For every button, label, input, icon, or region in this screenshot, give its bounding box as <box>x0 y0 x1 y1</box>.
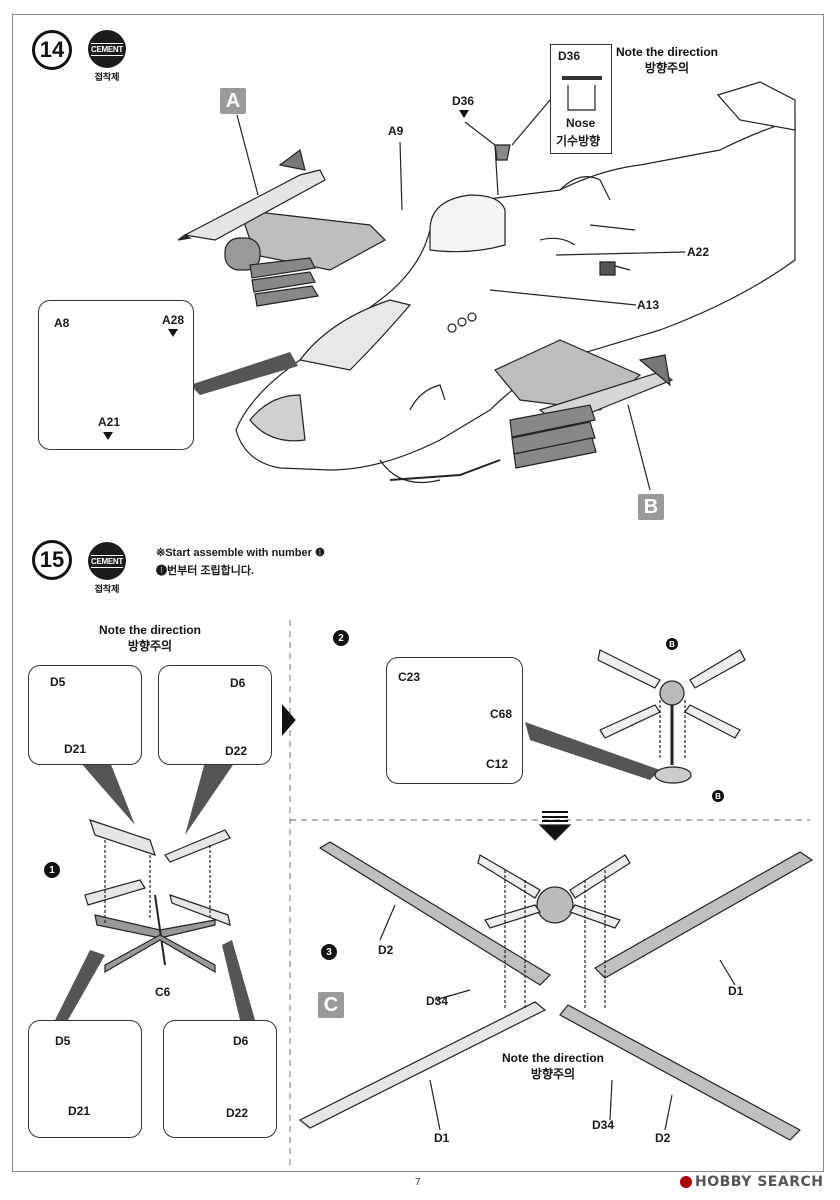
sub-step-3: 3 <box>321 944 337 960</box>
direction-note-en: Note the direction <box>615 45 718 59</box>
part-label-d34-bottom: D34 <box>592 1118 615 1132</box>
callout-letter-c: C <box>318 992 344 1018</box>
direction-note-rotor-kr: 방향주의 <box>530 1067 576 1081</box>
part-marker-a21 <box>103 432 113 440</box>
rotor-hub-assembly-1 <box>84 819 231 974</box>
callout-rotor-shaft <box>386 657 523 784</box>
part-label-a21: A21 <box>98 415 121 429</box>
part-label-d5-bottom: D5 <box>55 1034 71 1048</box>
part-label-d1-right: D1 <box>728 984 744 998</box>
part-label-c12: C12 <box>486 757 509 771</box>
watermark-text: HOBBY SEARCH <box>695 1174 824 1190</box>
direction-note-14: Note the direction 방향주의 <box>612 44 722 76</box>
part-label-d36: D36 <box>452 94 475 108</box>
direction-note-rotor: Note the direction 방향주의 <box>496 1050 610 1082</box>
left-stub-wing <box>177 148 386 307</box>
step-14-number: 14 <box>32 30 72 70</box>
part-label-a22: A22 <box>687 245 710 259</box>
sub-step-2: 2 <box>333 630 349 646</box>
part-label-d21-bottom: D21 <box>68 1104 91 1118</box>
part-label-d6-top: D6 <box>230 676 246 690</box>
instruction-kr: ❶번부터 조립합니다. <box>156 565 255 577</box>
cement-label: CEMENT <box>91 42 123 56</box>
part-label-d5-top: D5 <box>50 675 66 689</box>
sub-step-1: 1 <box>44 862 60 878</box>
rotor-head-2 <box>597 649 746 784</box>
inset-nose-en: Nose <box>566 116 596 130</box>
page-border <box>12 14 824 1172</box>
direction-note-15-kr: 방향주의 <box>127 639 173 653</box>
callout-d6-top <box>158 665 272 765</box>
part-label-d21-top: D21 <box>64 742 87 756</box>
part-label-d22-bottom: D22 <box>226 1106 249 1120</box>
right-stub-wing <box>494 339 674 469</box>
cement-sub-label: 접착제 <box>94 72 120 82</box>
callout-d5-bottom <box>28 1020 142 1138</box>
part-label-d34-left: D34 <box>426 994 449 1008</box>
d36-inset-box <box>550 44 612 154</box>
direction-note-15-en: Note the direction <box>98 623 201 637</box>
part-label-a13: A13 <box>637 298 660 312</box>
part-label-d1-left: D1 <box>434 1131 450 1145</box>
part-marker-a28 <box>168 329 178 337</box>
inset-part-label: D36 <box>558 49 581 63</box>
cement-icon-15: CEMENT <box>88 542 126 580</box>
inset-callout-14 <box>38 300 194 450</box>
part-label-a8: A8 <box>54 316 70 330</box>
inset-nose-kr: 기수방향 <box>556 134 601 148</box>
part-label-d22-top: D22 <box>225 744 248 758</box>
helicopter-fuselage <box>235 81 796 484</box>
cement-icon: CEMENT <box>88 30 126 68</box>
part-label-c6: C6 <box>155 985 171 999</box>
callout-d6-bottom <box>163 1020 277 1138</box>
cement-sub-label-15: 접착제 <box>94 584 120 594</box>
direction-note-rotor-en: Note the direction <box>501 1051 604 1065</box>
main-rotor-assembly-3 <box>298 841 814 1141</box>
part-marker-d36 <box>459 110 469 118</box>
instruction-en: ※Start assemble with number ❶ <box>156 547 325 559</box>
watermark-logo-icon <box>680 1176 692 1188</box>
part-label-a28: A28 <box>162 313 185 327</box>
part-label-d2-right: D2 <box>655 1131 671 1145</box>
marker-b-bottom: B <box>712 790 724 802</box>
part-label-c68: C68 <box>490 707 513 721</box>
watermark: HOBBY SEARCH <box>680 1174 823 1190</box>
part-label-c23: C23 <box>398 670 421 684</box>
callout-d5-top <box>28 665 142 765</box>
cement-label-15: CEMENT <box>91 554 123 568</box>
direction-note-kr: 방향주의 <box>644 61 690 75</box>
callout-letter-b: B <box>638 494 664 520</box>
page-number: 7 <box>415 1177 421 1188</box>
part-label-a9: A9 <box>388 124 404 138</box>
callout-letter-a: A <box>220 88 246 114</box>
step-15-number: 15 <box>32 540 72 580</box>
marker-b-top: B <box>666 638 678 650</box>
part-label-d2-left: D2 <box>378 943 394 957</box>
direction-note-15: Note the direction 방향주의 <box>80 622 220 654</box>
part-label-d6-bottom: D6 <box>233 1034 249 1048</box>
